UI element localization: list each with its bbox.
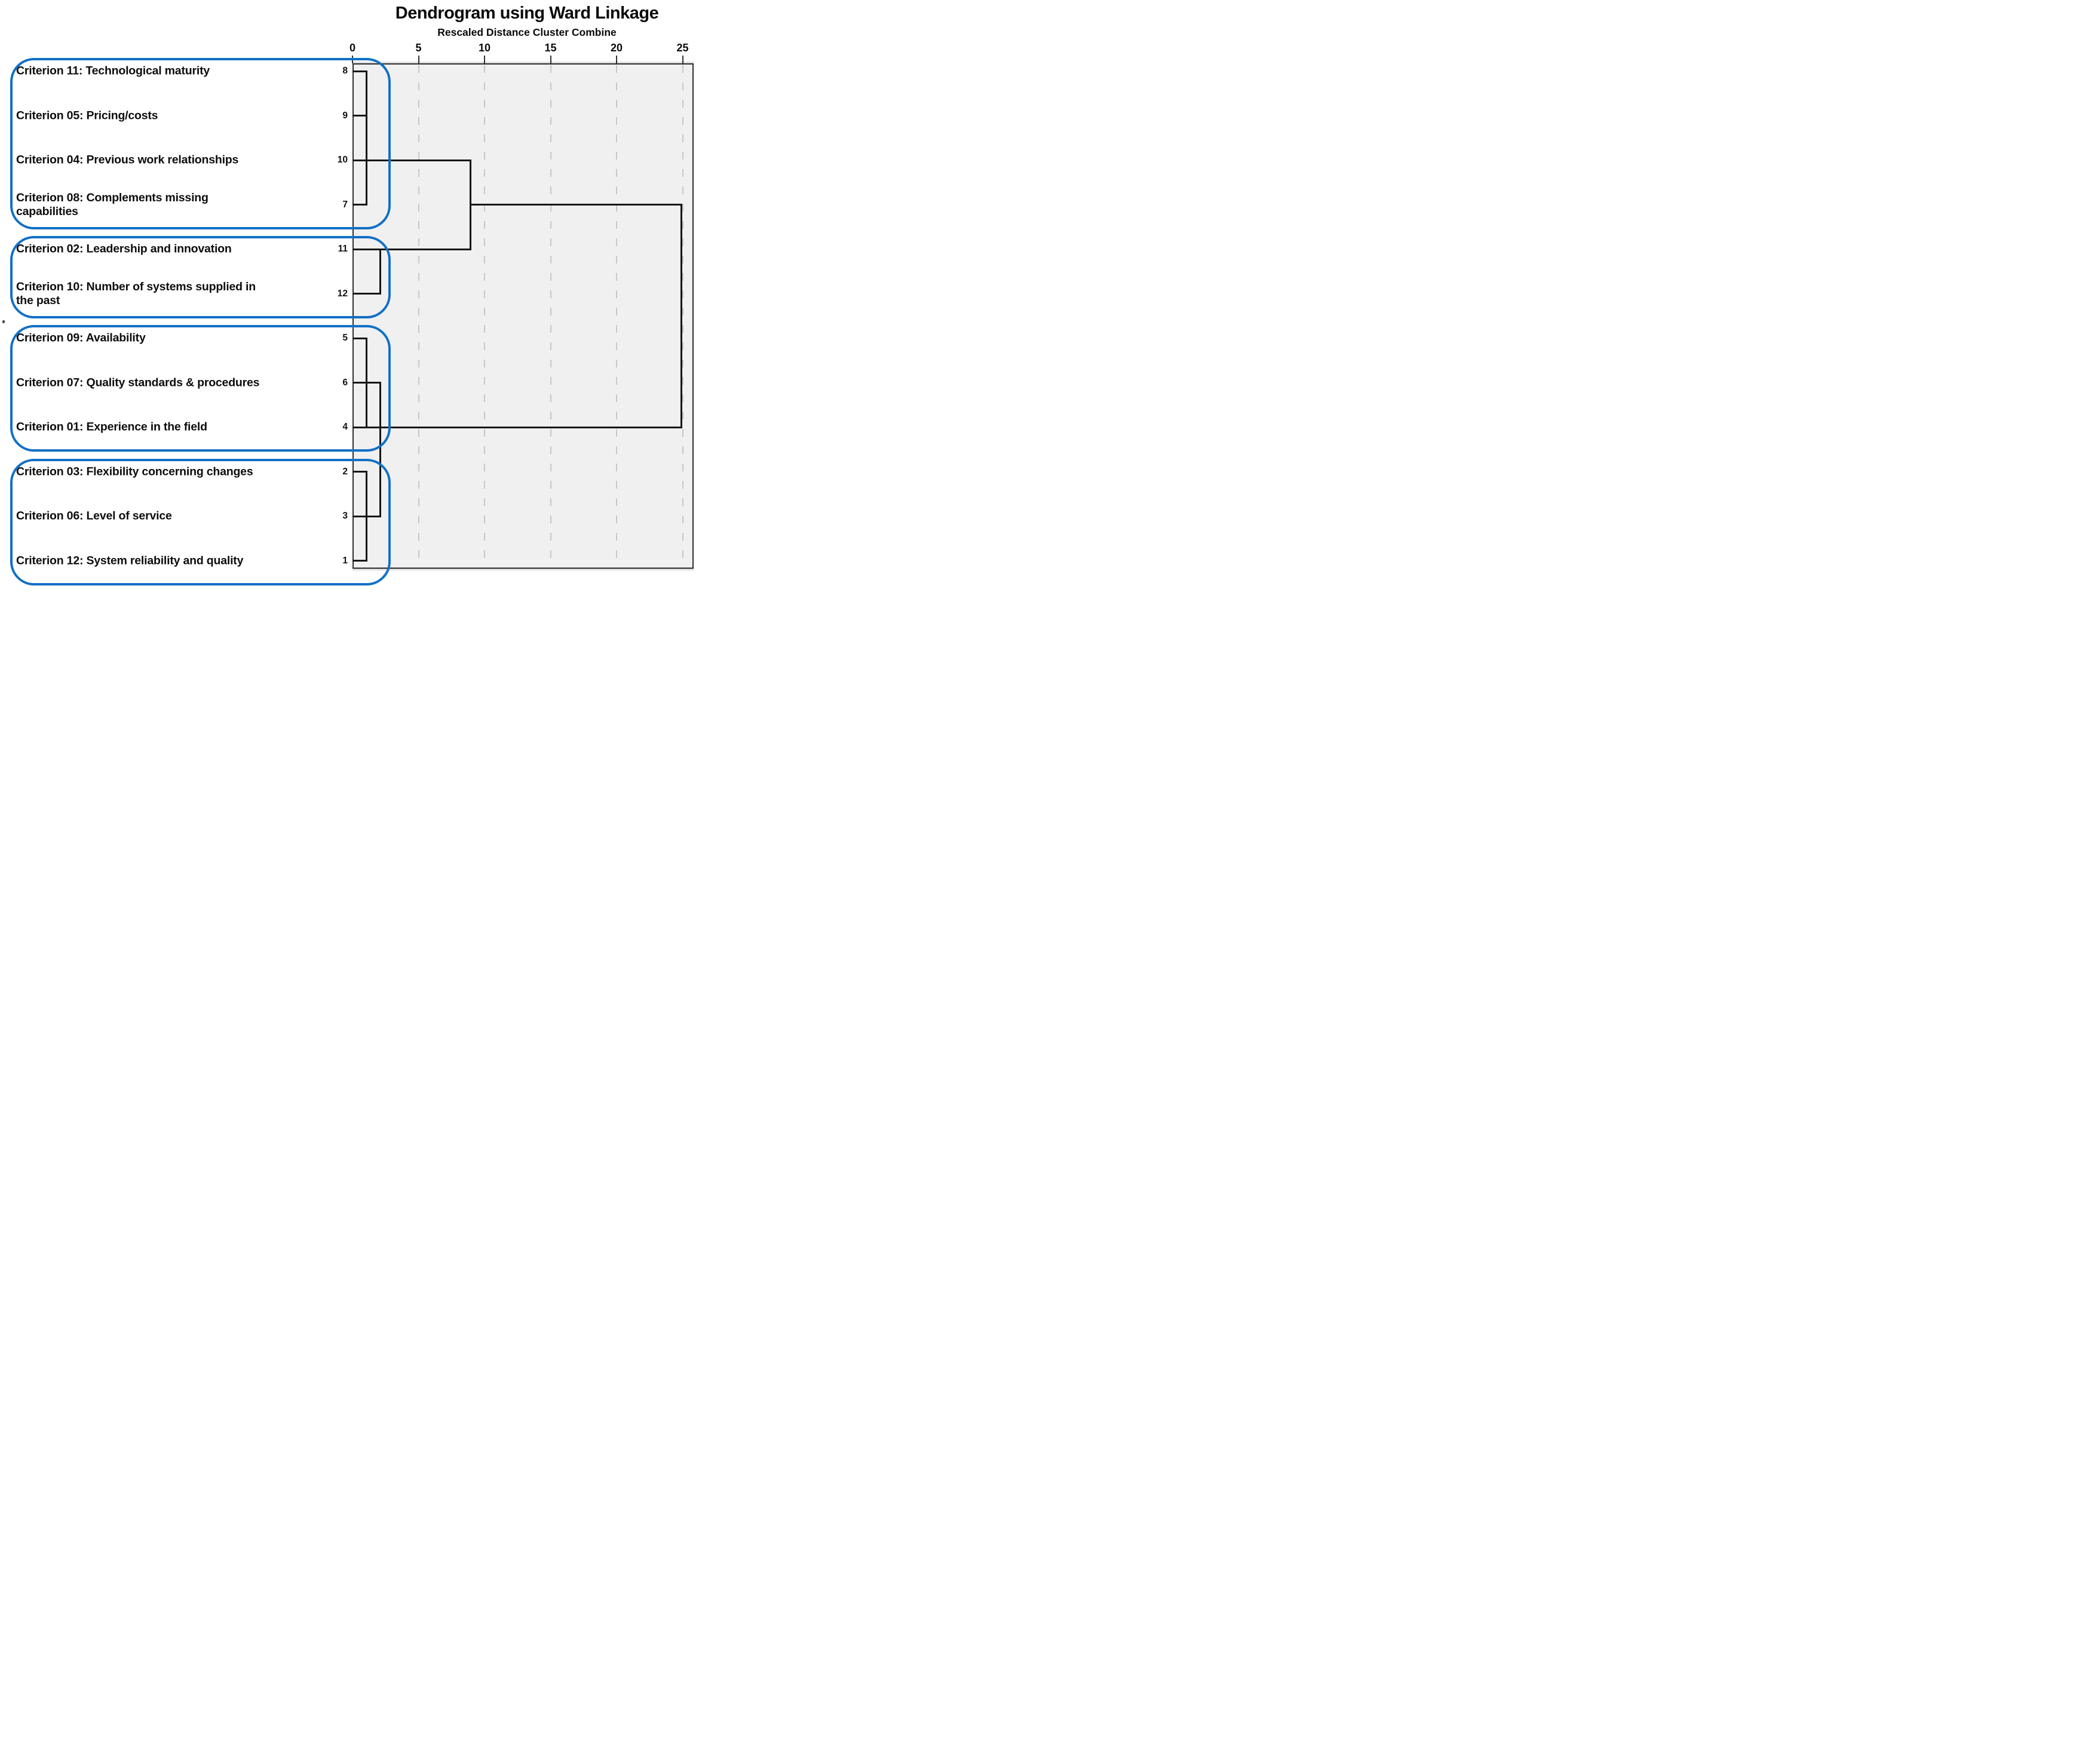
leaf-number: 8	[342, 66, 348, 76]
plot-area	[352, 63, 694, 569]
criterion-label: Criterion 06: Level of service	[16, 509, 172, 523]
dendrogram-line-h	[470, 204, 682, 206]
dendrogram-line-v	[680, 204, 682, 428]
dendrogram-line-v	[365, 471, 367, 562]
axis-tick-label: 15	[544, 42, 557, 54]
criterion-label: Criterion 07: Quality standards & proced…	[16, 376, 260, 389]
dendrogram-line-h	[352, 248, 471, 250]
cluster-box	[10, 458, 391, 585]
dendrogram-line-v	[379, 248, 381, 295]
dendrogram-line-h	[352, 471, 367, 473]
criterion-label: Criterion 05: Pricing/costs	[16, 109, 158, 122]
cluster-box	[10, 236, 391, 318]
dendrogram-line-v	[470, 159, 472, 250]
criterion-label: Criterion 04: Previous work relationship…	[16, 153, 239, 167]
cluster-box	[10, 325, 391, 452]
criterion-label: Criterion 02: Leadership and innovation	[16, 242, 232, 256]
chart-title: Dendrogram using Ward Linkage	[395, 4, 659, 23]
leaf-number: 3	[342, 511, 348, 521]
dendrogram-line-h	[352, 293, 381, 295]
leaf-number: 1	[342, 555, 348, 566]
axis-tick-label: 5	[415, 42, 422, 54]
gridline	[418, 65, 419, 566]
leaf-number: 5	[342, 333, 348, 343]
dendrogram-line-h	[352, 159, 471, 161]
dendrogram-line-v	[365, 70, 367, 206]
leaf-number: 10	[337, 155, 348, 165]
axis-tick-label: 0	[349, 42, 355, 54]
leaf-number: 7	[342, 199, 348, 210]
axis-tick-label: 10	[478, 42, 491, 54]
axis-tick-mark	[682, 56, 683, 63]
axis-tick-label: 25	[676, 42, 689, 54]
axis-tick-mark	[484, 56, 485, 63]
gridline	[550, 65, 551, 566]
dendrogram-line-h	[352, 204, 367, 206]
dendrogram-line-h	[352, 115, 367, 116]
chart-subtitle: Rescaled Distance Cluster Combine	[437, 26, 617, 38]
dendrogram-line-v	[365, 337, 367, 428]
leaf-number: 2	[342, 466, 348, 477]
dendrogram-line-h	[352, 70, 367, 72]
dendrogram-line-v	[379, 382, 381, 517]
dendrogram-line-h	[352, 426, 682, 428]
gridline	[616, 65, 617, 566]
leaf-number: 6	[342, 377, 348, 388]
axis-tick-mark	[418, 56, 419, 63]
axis-tick-mark	[550, 56, 551, 63]
leaf-number: 12	[337, 288, 348, 299]
gridline	[484, 65, 485, 566]
leaf-number: 11	[338, 244, 348, 254]
stray-mark	[2, 320, 5, 323]
axis-tick-mark	[616, 56, 617, 63]
gridline	[682, 65, 683, 566]
cluster-box	[10, 58, 391, 229]
dendrogram-line-h	[352, 337, 367, 339]
dendrogram-figure: Dendrogram using Ward Linkage Rescaled D…	[0, 0, 703, 590]
leaf-number: 4	[342, 422, 348, 432]
axis-tick-label: 20	[610, 42, 623, 54]
dendrogram-line-h	[352, 560, 367, 562]
leaf-number: 9	[342, 110, 348, 121]
